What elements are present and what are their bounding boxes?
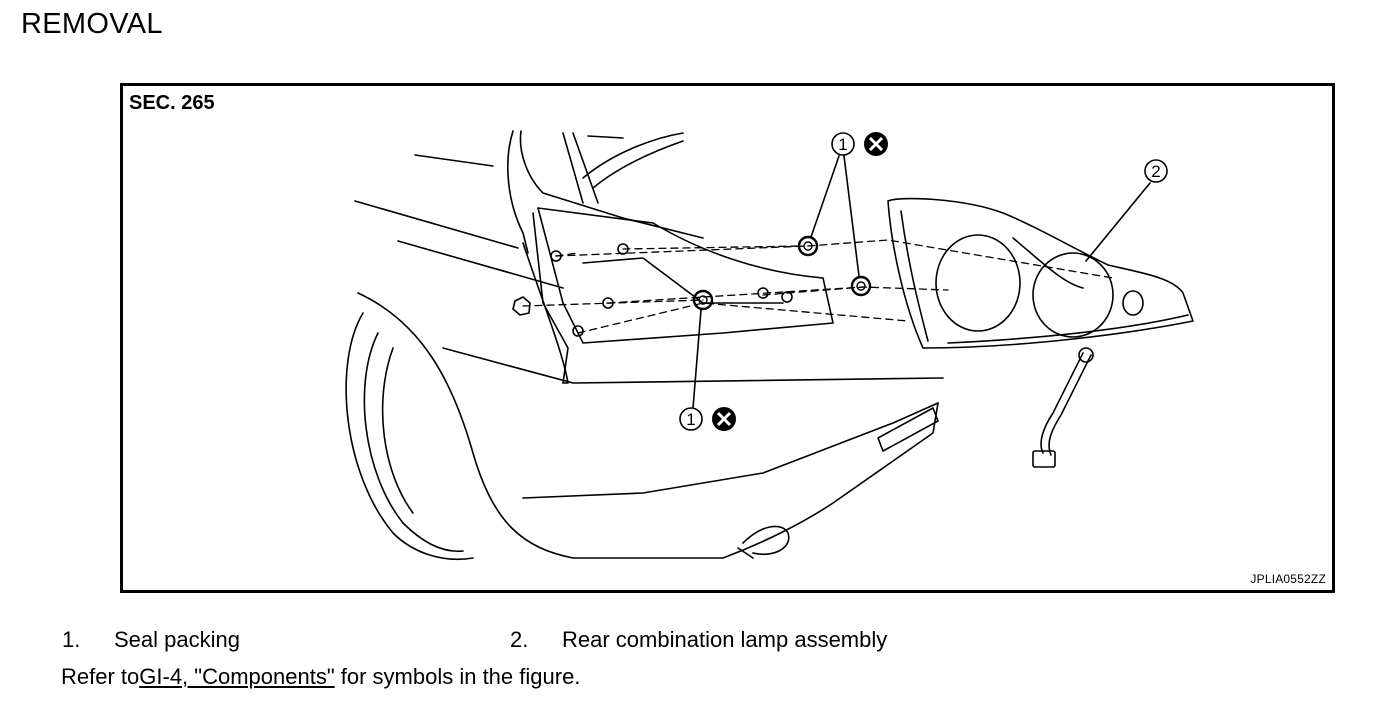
leader-line (692, 309, 702, 409)
refer-suffix: for symbols in the figure. (334, 664, 581, 689)
legend-number-1: 1. (62, 627, 81, 652)
rear-bumper (357, 292, 939, 559)
figure-frame: SEC. 265 (120, 83, 1335, 593)
lamp-panel-edge (532, 212, 569, 384)
lamp-lens (1032, 252, 1114, 338)
mount-hole (602, 297, 614, 309)
body-line (354, 200, 519, 249)
alignment-line (555, 239, 1114, 279)
exhaust-tip (737, 547, 754, 559)
wire-harness (1048, 354, 1092, 456)
lamp-lens (935, 234, 1021, 332)
mount-hole (617, 243, 629, 255)
alignment-line (577, 302, 909, 334)
mount-hole (781, 291, 793, 303)
trunk-outline (507, 130, 529, 254)
leader-line (843, 155, 860, 277)
page-title: REMOVAL (21, 8, 163, 40)
seal-packing (692, 289, 714, 311)
alignment-line (622, 245, 804, 250)
alignment-line (762, 286, 864, 296)
wheel-arch (345, 312, 474, 561)
trunk-lid (592, 140, 684, 189)
trunk-outline (519, 130, 704, 239)
alignment-line (607, 286, 949, 304)
legend-text-seal-packing: Seal packing (114, 627, 240, 652)
trunk-lid (582, 132, 684, 179)
lamp-housing (887, 197, 1194, 349)
leader-line (810, 155, 840, 238)
quarter-panel (522, 242, 569, 384)
legend-number-2: 2. (510, 627, 529, 652)
lamp-panel-inner (582, 257, 784, 304)
lamp-housing (900, 210, 929, 342)
lamp-housing (947, 314, 1189, 344)
grommet (512, 296, 531, 316)
alignment-line (555, 252, 579, 257)
trunk-lid (587, 135, 624, 139)
mount-hole (550, 250, 562, 262)
mount-hole (572, 325, 584, 337)
trunk-outline (562, 132, 584, 204)
seal-packing (850, 275, 872, 297)
lamp-detail (1012, 237, 1084, 289)
callout-2 (1144, 159, 1168, 183)
callout-1-top (831, 132, 855, 156)
refer-note: Refer toGI-4, "Components" for symbols i… (61, 664, 580, 690)
mount-hole (757, 287, 769, 299)
bumper-lower (522, 402, 939, 499)
leader-line (1085, 182, 1151, 262)
lamp-panel (537, 207, 834, 344)
harness-grommet (1078, 347, 1094, 363)
reflector (877, 407, 939, 452)
exhaust-tip (742, 525, 790, 555)
components-link[interactable]: GI-4, "Components" (139, 664, 335, 689)
seal-packing (797, 235, 819, 257)
body-line (414, 154, 494, 167)
rear-bumper (442, 347, 944, 384)
harness-connector (1032, 450, 1056, 468)
wire-harness (1040, 352, 1084, 454)
lamp-lens-small (1122, 290, 1144, 316)
legend-text-rear-lamp: Rear combination lamp assembly (562, 627, 888, 652)
trunk-outline (572, 132, 599, 204)
refer-prefix: Refer to (61, 664, 140, 689)
svg-text:1: 1 (838, 135, 847, 154)
svg-text:1: 1 (686, 410, 695, 429)
callout-1-bottom (679, 407, 703, 431)
wheel-arch (381, 347, 414, 514)
svg-text:2: 2 (1151, 162, 1160, 181)
wheel-arch (363, 332, 464, 553)
figure-code: JPLIA0552ZZ (1250, 572, 1326, 586)
section-label: SEC. 265 (129, 92, 215, 114)
rear-lamp-removal-illustration: 1 1 2 (345, 130, 1194, 561)
